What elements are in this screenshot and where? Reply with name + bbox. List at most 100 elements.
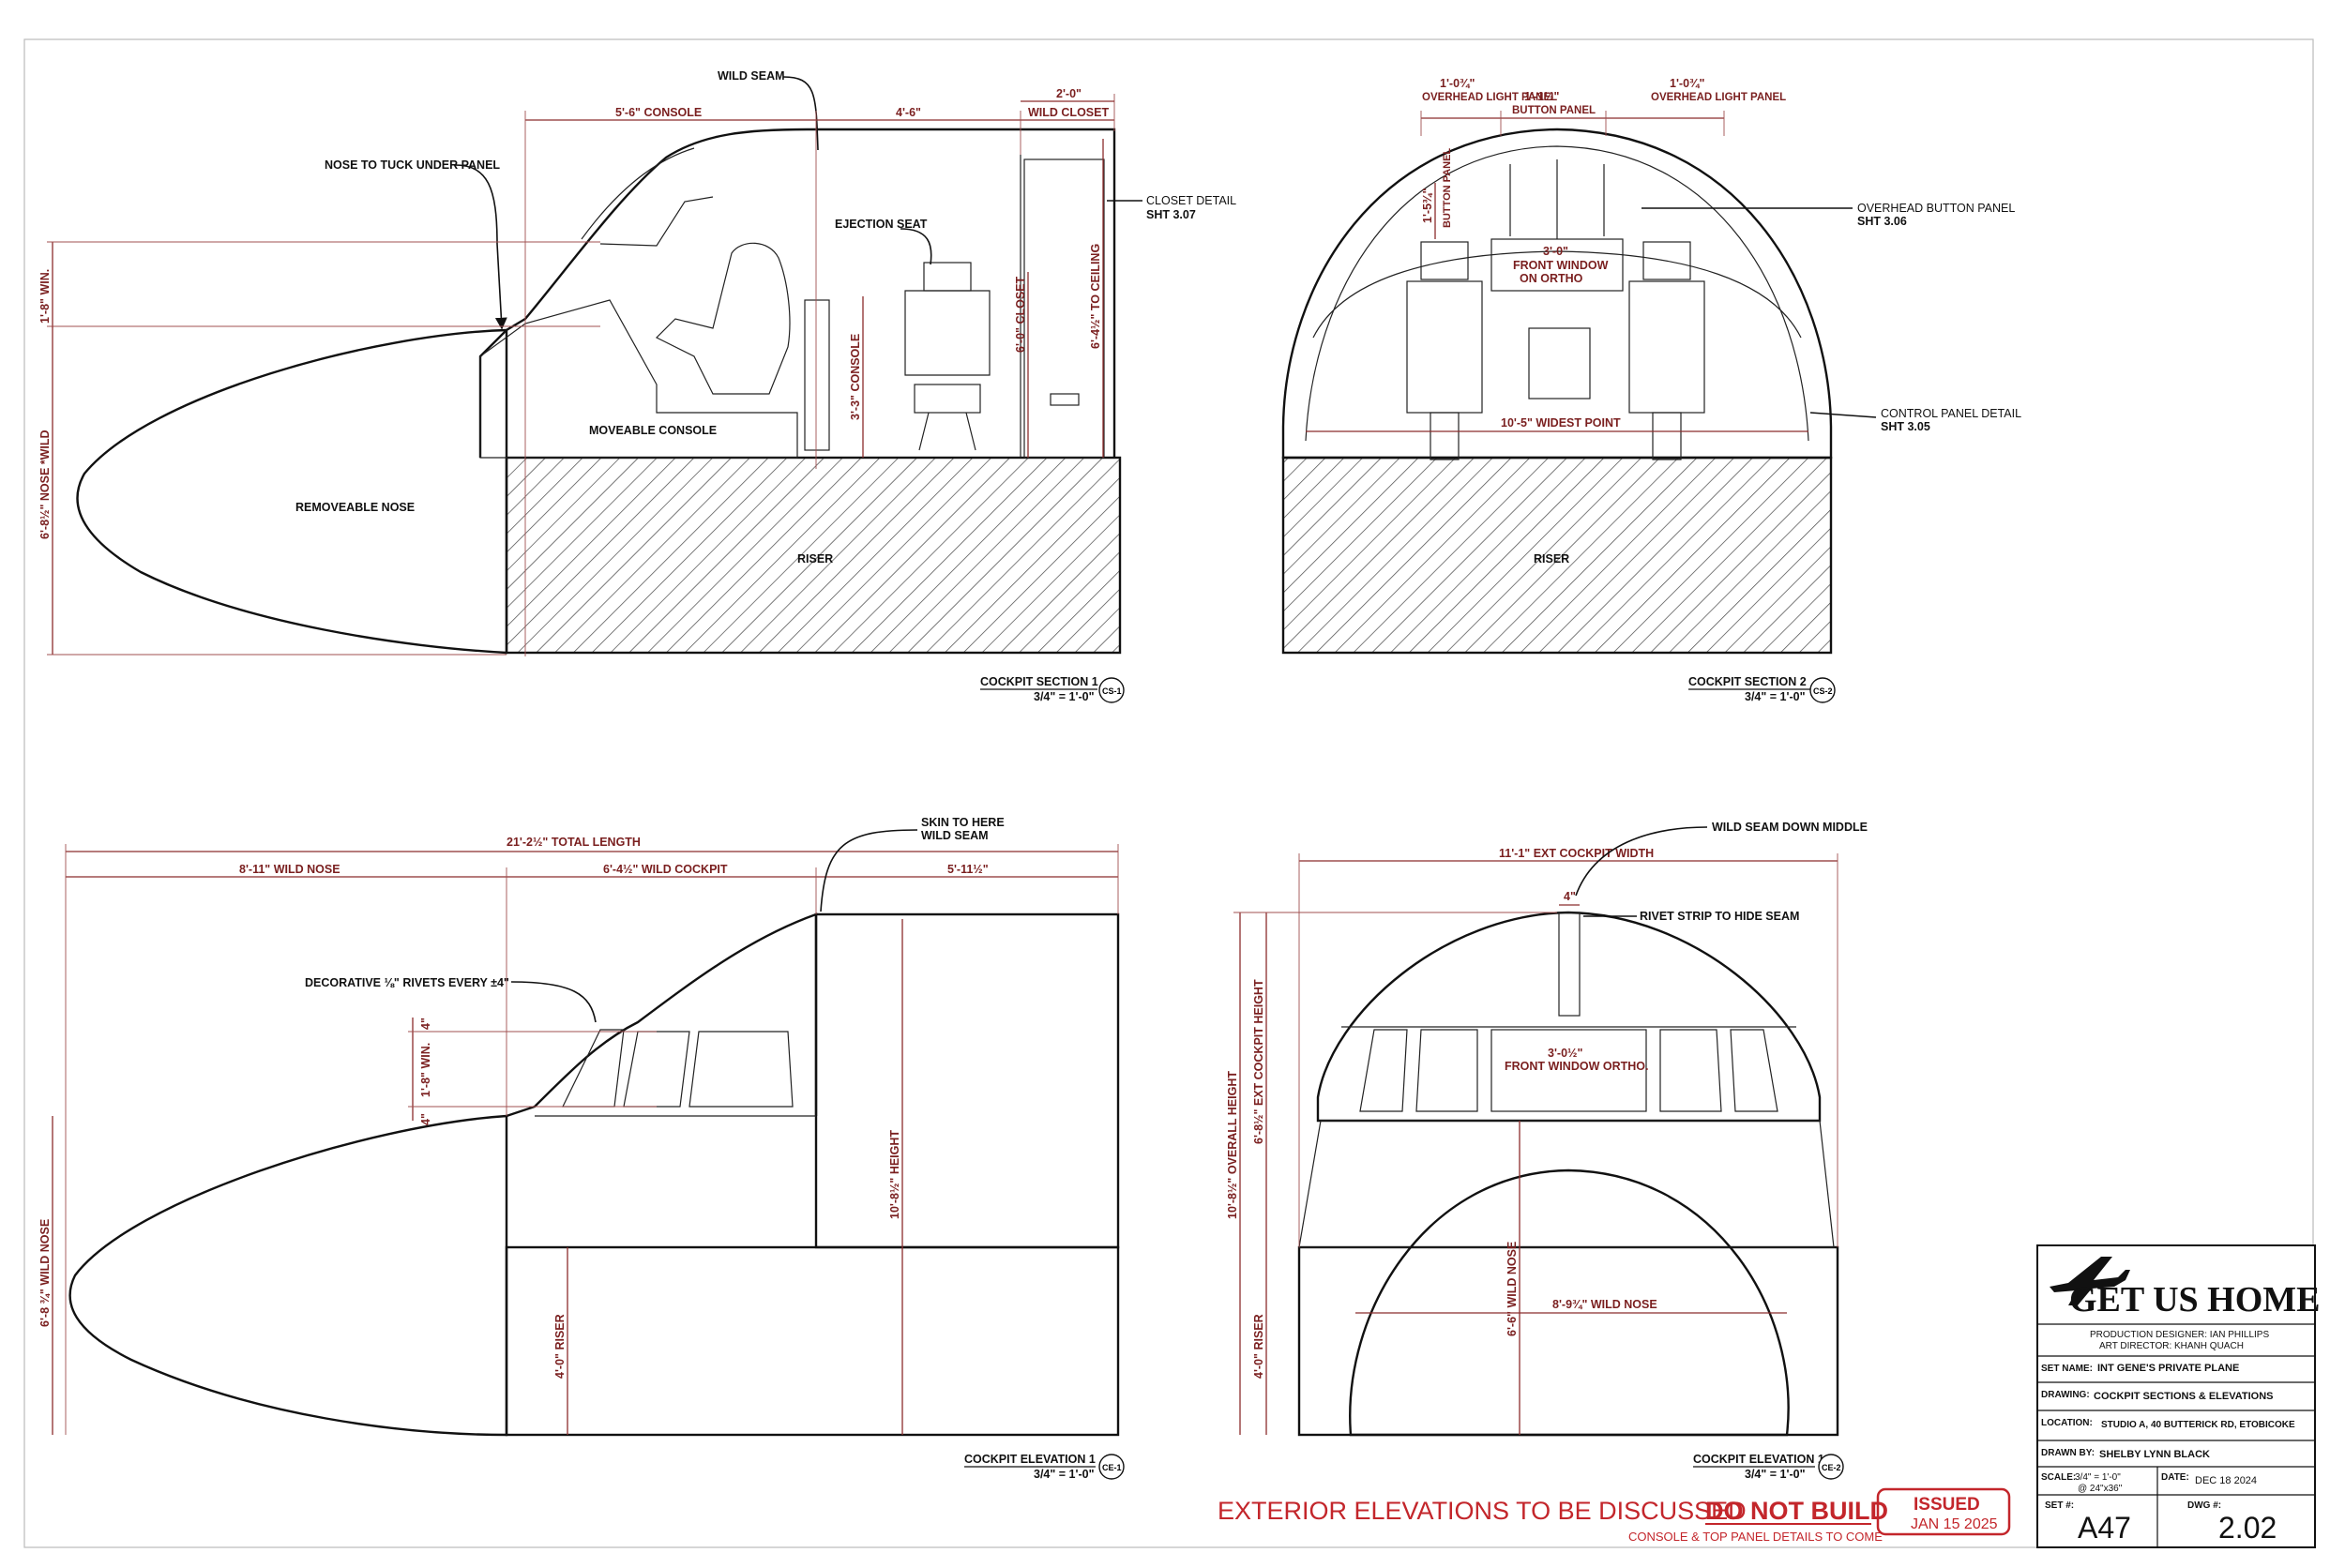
dim-wild-nose-v2: 6'-6" WILD NOSE — [1505, 1242, 1519, 1336]
label-overhead-button: OVERHEAD BUTTON PANEL — [1857, 202, 2015, 215]
elev1-windows — [562, 1029, 794, 1108]
dim-overhead-right: 1'-0¾" — [1670, 77, 1704, 90]
seat-left — [1406, 241, 1483, 460]
elev2-riser — [1297, 1245, 1839, 1437]
dim-riser-elev2: 4'-0" RISER — [1252, 1314, 1265, 1379]
label-overhead-light-left-1: OVERHEAD LIGHT PANEL — [1422, 92, 1557, 103]
location: STUDIO A, 40 BUTTERICK RD, ETOBICOKE — [2101, 1420, 2295, 1430]
label-rivets: DECORATIVE ⅛" RIVETS EVERY ±4" — [305, 976, 509, 989]
label-nose-tuck: NOSE TO TUCK UNDER PANEL — [325, 158, 500, 172]
set-no-label: SET #: — [2045, 1500, 2074, 1511]
date-value: DEC 18 2024 — [2195, 1475, 2257, 1486]
tag-elevation-2: CE-2 — [1822, 1463, 1841, 1472]
dim-front-window: FRONT WINDOW — [1513, 259, 1609, 272]
label-overhead-sht: SHT 3.06 — [1857, 215, 1907, 228]
drawing-label: DRAWING: — [2041, 1390, 2090, 1400]
do-not-build: DO NOT BUILD — [1705, 1497, 1888, 1525]
removeable-nose — [76, 328, 508, 655]
dim-tail: 5'-11½" — [947, 863, 989, 876]
dim-wild-cockpit: 6'-4½" WILD COCKPIT — [603, 863, 728, 876]
cockpit-elevation-1: 21'-2½" TOTAL LENGTH 8'-11" WILD NOSE 6'… — [38, 816, 1125, 1481]
seat-right — [1628, 241, 1705, 460]
label-closet-detail: CLOSET DETAIL — [1146, 194, 1236, 207]
tag-elevation-1: CE-1 — [1102, 1463, 1122, 1472]
dim-console-h: 3'-3" CONSOLE — [849, 334, 862, 420]
dim-closet-w: 2'-0" — [1056, 87, 1082, 100]
cockpit-section-1: NOSE TO TUCK UNDER PANEL WILD SEAM EJECT… — [38, 69, 1236, 703]
label-control-sht: SHT 3.05 — [1881, 420, 1930, 433]
date-label: DATE: — [2161, 1472, 2189, 1483]
dome-outline — [1281, 128, 1833, 460]
dim-win: 1'-8" WIN. — [38, 269, 52, 324]
title-block: GET US HOME PRODUCTION DESIGNER: IAN PHI… — [2036, 1244, 2320, 1548]
scale-section-1: 3/4" = 1'-0" — [1034, 690, 1095, 703]
dim-ext-height: 6'-8½" EXT COCKPIT HEIGHT — [1252, 979, 1265, 1144]
dwg-no: 2.02 — [2218, 1511, 2277, 1545]
set-name-label: SET NAME: — [2041, 1364, 2093, 1374]
dim-riser-elev1: 4'-0" RISER — [553, 1314, 567, 1379]
dim-total-length: 21'-2½" TOTAL LENGTH — [507, 836, 641, 849]
title-section-2: COCKPIT SECTION 2 — [1688, 675, 1807, 688]
dim-front-ortho: FRONT WINDOW ORTHO. — [1505, 1060, 1648, 1073]
tag-section-2: CS-2 — [1813, 686, 1833, 696]
dim-on-ortho: ON ORTHO — [1520, 272, 1583, 285]
center-console — [1528, 327, 1591, 400]
label-button-panel: BUTTON PANEL — [1512, 105, 1596, 116]
elev1-riser — [505, 1245, 1120, 1437]
production-designer: PRODUCTION DESIGNER: IAN PHILLIPS — [2090, 1330, 2269, 1340]
drawn-by-label: DRAWN BY: — [2041, 1448, 2095, 1458]
pilot-figure — [655, 242, 791, 395]
moveable-console — [479, 299, 798, 459]
label-closet-sht: SHT 3.07 — [1146, 208, 1196, 221]
cockpit-section-2: 1'-0¾" OVERHEAD LIGHT PANEL 1'-1½" BUTTO… — [1281, 77, 2021, 703]
label-wild-seam-elev: WILD SEAM — [921, 829, 989, 842]
scale-value: 3/4" = 1'-0" — [2075, 1472, 2121, 1483]
dim-front-w-elev: 3'-0½" — [1548, 1047, 1582, 1060]
label-removeable-nose: REMOVEABLE NOSE — [295, 501, 415, 514]
scale-paper: @ 24"x36" — [2078, 1484, 2123, 1494]
title-elevation-1: COCKPIT ELEVATION 1 — [964, 1453, 1096, 1466]
elev1-nose — [68, 1114, 508, 1437]
warning-text: EXTERIOR ELEVATIONS TO BE DISCUSSED — [1218, 1497, 1747, 1525]
set-name: INT GENE'S PRIVATE PLANE — [2097, 1363, 2239, 1374]
label-moveable-console: MOVEABLE CONSOLE — [589, 424, 717, 437]
dim-front-window-w: 3'-0" — [1543, 245, 1568, 258]
dim-ext-width: 11'-1" EXT COCKPIT WIDTH — [1499, 847, 1654, 860]
dim-to-ceiling: 6'-4½" TO CEILING — [1089, 244, 1102, 349]
label-ejection-seat: EJECTION SEAT — [835, 218, 928, 231]
elev2-windows — [1359, 1029, 1778, 1112]
scale-elevation-2: 3/4" = 1'-0" — [1745, 1468, 1806, 1481]
dim-button-panel: 1'-1½" — [1524, 90, 1559, 103]
drawn-by: SHELBY LYNN BLACK — [2099, 1449, 2210, 1460]
elev2-nose — [1349, 1168, 1790, 1437]
plane-icon — [2050, 1257, 2130, 1305]
riser-block-2 — [1281, 456, 1833, 655]
label-wild-seam: WILD SEAM — [718, 69, 785, 83]
elev1-canopy — [506, 912, 818, 1118]
dim-wild-nose: 8'-11" WILD NOSE — [239, 863, 340, 876]
dim-button-side: 1'-5¾" — [1421, 188, 1434, 223]
issued-label: ISSUED — [1914, 1495, 1980, 1515]
title-section-1: COCKPIT SECTION 1 — [980, 675, 1098, 688]
label-rivet-strip: RIVET STRIP TO HIDE SEAM — [1640, 910, 1799, 923]
dim-mid: 4'-6" — [896, 106, 921, 119]
dwg-no-label: DWG #: — [2187, 1500, 2221, 1511]
cockpit-elevation-2: 11'-1" EXT COCKPIT WIDTH 4" 3'-0½" FRONT… — [1226, 821, 1868, 1481]
dim-four-top: 4" — [419, 1018, 432, 1030]
dim-closet-h: 6'-0" CLOSET — [1014, 277, 1027, 353]
dim-overhead-left: 1'-0¾" — [1440, 77, 1475, 90]
dim-overall-height: 10'-8½" OVERALL HEIGHT — [1226, 1071, 1239, 1219]
ejection-seat — [904, 262, 991, 451]
label-riser-2: RISER — [1534, 552, 1569, 565]
notes: EXTERIOR ELEVATIONS TO BE DISCUSSED DO N… — [1218, 1487, 2011, 1544]
location-label: LOCATION: — [2041, 1418, 2093, 1428]
dim-height: 10'-8½" HEIGHT — [888, 1130, 901, 1219]
issued-date: JAN 15 2025 — [1911, 1516, 1998, 1532]
dim-console: 5'-6" CONSOLE — [615, 106, 702, 119]
scale-label: SCALE: — [2041, 1472, 2076, 1483]
tag-section-1: CS-1 — [1102, 686, 1122, 696]
dim-wild-nose-v: 6'-8 ¾" WILD NOSE — [38, 1219, 52, 1327]
scale-elevation-1: 3/4" = 1'-0" — [1034, 1468, 1095, 1481]
dim-win-elev: 1'-8" WIN. — [419, 1043, 432, 1097]
